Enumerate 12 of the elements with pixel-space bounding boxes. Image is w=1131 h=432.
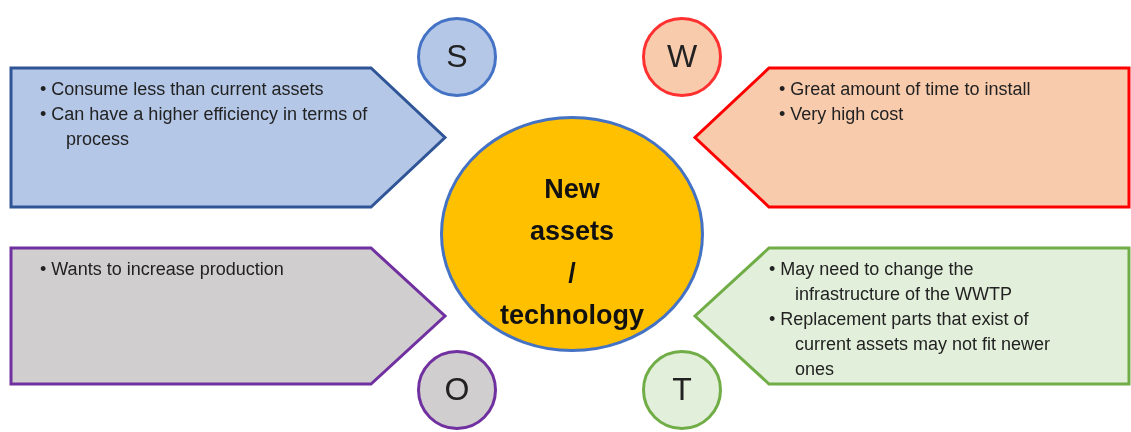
bullet-item: • Consume less than current assets <box>40 78 325 101</box>
center-title: New assets / technology <box>499 173 645 332</box>
swot-letter: T <box>671 371 693 408</box>
bullet-item: • Replacement parts that exist of current assets may not fit newer ones <box>769 308 1052 381</box>
bullet-item: • May need to change the infrastructure of the WWTP <box>769 258 1014 306</box>
bullet-item: • Wants to increase production <box>40 258 285 281</box>
bullet-item: • Very high cost <box>779 103 905 126</box>
bullet-item: • Can have a higher efficiency in terms of process <box>40 103 369 151</box>
swot-letter: O <box>443 371 471 408</box>
swot-letter: S <box>445 38 469 75</box>
bullet-item: • Great amount of time to install <box>779 78 1032 101</box>
swot-letter: W <box>665 38 699 75</box>
